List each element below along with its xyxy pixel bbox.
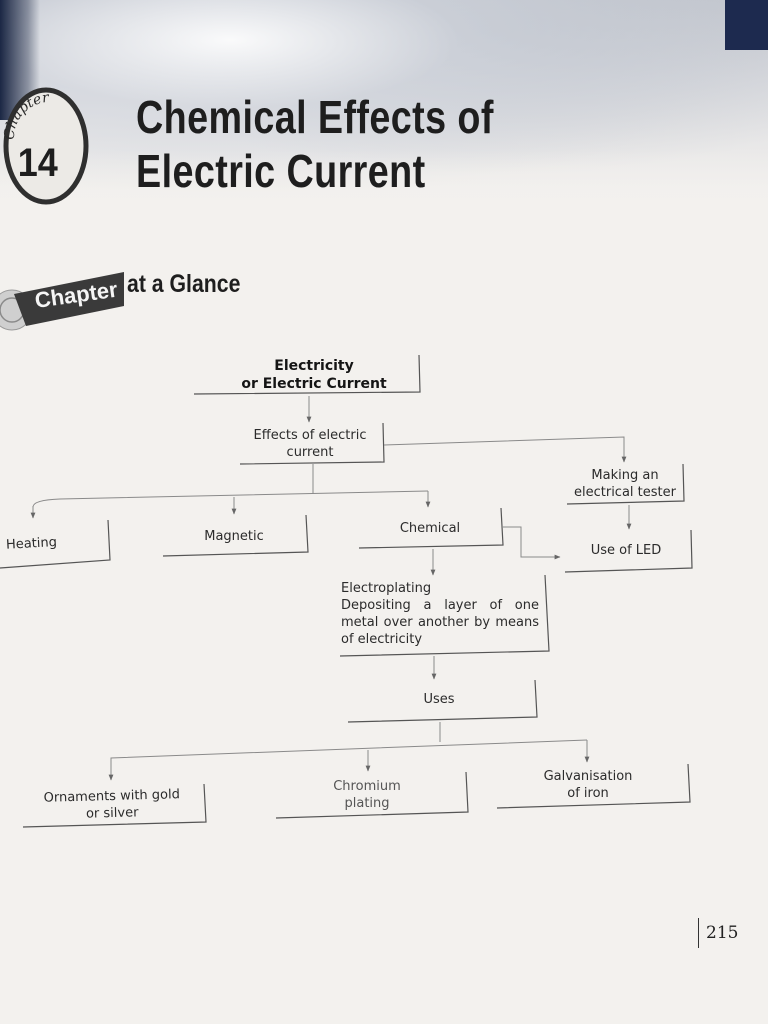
chapter-number: 14 — [18, 141, 58, 185]
chemical-box-border — [358, 507, 504, 549]
node-effects: Effects of electric current — [240, 427, 380, 461]
uses-box-border — [347, 679, 538, 723]
header-fade — [0, 150, 768, 230]
heating-box-border — [0, 519, 111, 569]
glance-ribbon: Chapter — [0, 272, 124, 331]
node-effects-line1: Effects of electric — [253, 428, 367, 443]
node-electricity-line2: or Electric Current — [241, 376, 387, 392]
chapter-title: Chemical Effects of Electric Current — [136, 90, 494, 198]
galvanisation-box-border — [496, 763, 691, 809]
uses-branch-line — [110, 739, 588, 760]
node-tester-line1: Making an — [591, 468, 659, 483]
node-led: Use of LED — [590, 543, 662, 558]
arrow-chemical-led — [502, 526, 561, 560]
magnetic-box-border — [162, 514, 309, 557]
node-tester-line2: electrical tester — [574, 485, 676, 500]
arrow-effects-tester — [383, 436, 627, 463]
led-box-border — [564, 529, 693, 573]
node-chromium-line2: plating — [344, 796, 390, 811]
node-chemical: Chemical — [399, 521, 461, 536]
node-magnetic: Magnetic — [204, 529, 264, 544]
node-galvanisation-line2: of iron — [567, 786, 609, 801]
root-box-border — [193, 354, 421, 395]
node-uses: Uses — [423, 692, 455, 707]
node-electroplating: Electroplating Depositing a layer of one… — [341, 580, 539, 648]
ornaments-box-border — [22, 783, 207, 828]
node-electricity: Electricity or Electric Current — [214, 357, 414, 393]
node-electroplating-title: Electroplating — [341, 581, 432, 596]
node-chromium-line1: Chromium — [333, 779, 401, 794]
effects-box-border — [239, 422, 385, 465]
branch-line — [32, 490, 429, 508]
node-electroplating-desc: Depositing a layer of one metal over ano… — [341, 598, 539, 647]
chapter-badge: Chapter 14 — [2, 87, 89, 205]
chapter-title-line2: Electric Current — [136, 145, 426, 197]
header-photo-edge-right — [725, 0, 768, 50]
glance-heading: at a Glance — [127, 270, 241, 298]
node-tester: Making an electrical tester — [567, 467, 683, 501]
node-electricity-line1: Electricity — [274, 358, 354, 374]
chromium-box-border — [275, 771, 469, 819]
node-ornaments: Ornaments with gold or silver — [36, 786, 189, 824]
page-number: 215 — [698, 918, 738, 948]
node-galvanisation-line1: Galvanisation — [543, 769, 633, 784]
node-galvanisation: Galvanisation of iron — [530, 768, 646, 802]
node-effects-line2: current — [286, 445, 334, 460]
chapter-title-line1: Chemical Effects of — [136, 91, 494, 143]
tester-box-border — [566, 463, 685, 505]
electroplating-box-border — [339, 574, 550, 657]
node-heating: Heating — [5, 535, 58, 553]
node-chromium: Chromium plating — [320, 778, 414, 812]
